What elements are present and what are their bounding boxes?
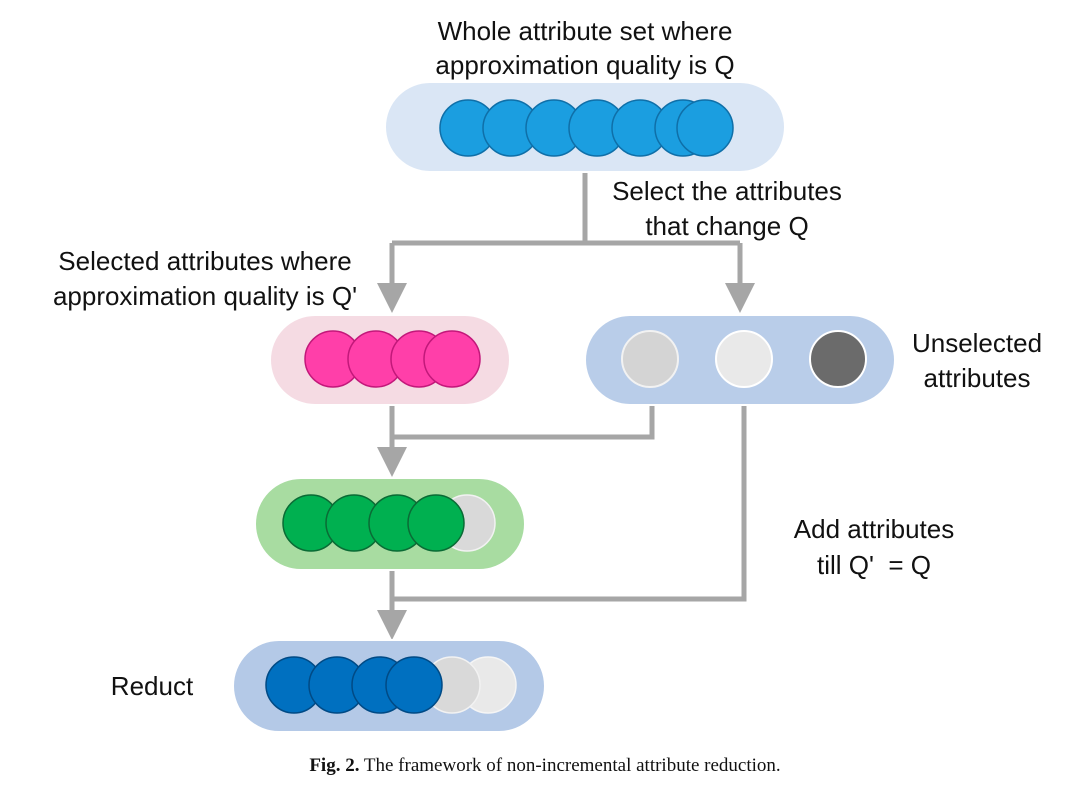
whole-set-label-line2: approximation quality is Q — [435, 50, 734, 80]
unselected-attribute-circle — [621, 330, 679, 388]
selected-attribute-circle — [423, 330, 481, 388]
figure-caption-text: The framework of non-incremental attribu… — [363, 755, 781, 776]
selected-label-line1: Selected attributes where — [58, 246, 351, 276]
add-step-label-line1: Add attributes — [794, 514, 954, 544]
whole-attribute-set-group — [384, 81, 786, 173]
figure-caption: Fig. 2. The framework of non-incremental… — [0, 755, 1090, 777]
reduct-group — [232, 639, 546, 733]
candidate-attribute-circle — [407, 494, 465, 552]
connector-unselected-second-to-reduct — [392, 390, 747, 602]
selected-label-line2: approximation quality is Q' — [53, 281, 357, 311]
candidate-attributes-group — [254, 477, 526, 571]
unselected-label-line1: Unselected — [912, 328, 1042, 358]
attribute-circle — [676, 99, 734, 157]
unselected-label-line2: attributes — [924, 363, 1031, 393]
unselected-attribute-circle — [809, 330, 867, 388]
selected-attributes-group — [269, 314, 511, 406]
add-step-label-line2: till Q' = Q — [817, 550, 931, 580]
unselected-attributes-group — [584, 314, 896, 406]
select-step-label-line1: Select the attributes — [612, 176, 842, 206]
reduct-label: Reduct — [111, 671, 194, 701]
reduct-attribute-circle — [385, 656, 443, 714]
figure-number: Fig. 2. — [309, 755, 360, 776]
select-step-label-line2: that change Q — [645, 211, 808, 241]
attribute-reduction-diagram: Whole attribute set where approximation … — [53, 16, 1042, 733]
unselected-attribute-circle — [715, 330, 773, 388]
whole-set-label-line1: Whole attribute set where — [438, 16, 733, 46]
